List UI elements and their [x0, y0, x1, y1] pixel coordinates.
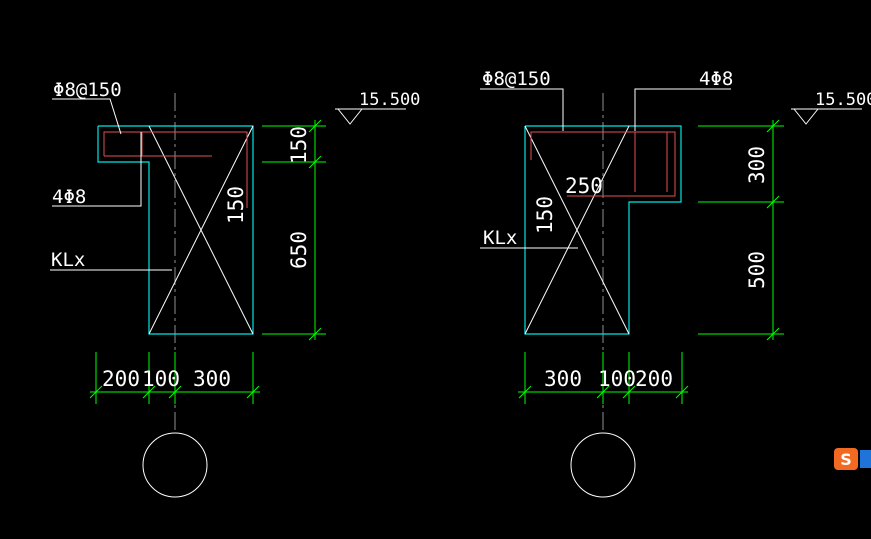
svg-text:S: S — [840, 450, 852, 469]
left-width-dim-2: 100 — [142, 367, 180, 391]
left-axis-bubble — [142, 432, 208, 498]
left-dim-tick-1 — [308, 119, 322, 133]
left-width-dim-1: 200 — [102, 367, 140, 391]
right-hdim-tick-4 — [675, 385, 689, 399]
left-stirrup-label: Φ8@150 — [53, 79, 122, 101]
left-cross-line-2 — [148, 125, 254, 335]
right-hdim-tick-2 — [596, 385, 610, 399]
right-width-dim-2: 100 — [598, 367, 636, 391]
right-level-value: 15.500 — [815, 90, 871, 110]
left-rebar-stirrup — [103, 131, 248, 208]
right-stirrup-label: Φ8@150 — [482, 68, 551, 90]
left-dim-tick-3 — [308, 327, 322, 341]
right-bar-label: 4Φ8 — [699, 68, 733, 90]
right-bar-leader — [634, 88, 731, 131]
left-hdim-tick-4 — [246, 385, 260, 399]
right-hdim-tick-1 — [518, 385, 532, 399]
right-dim-tick-1 — [766, 119, 780, 133]
right-width-dim-3: 200 — [635, 367, 673, 391]
left-width-dim-3: 300 — [193, 367, 231, 391]
right-inner-dim-a: 250 — [565, 174, 603, 198]
left-beam-dim: 650 — [287, 231, 311, 269]
right-stirrup-leader — [480, 88, 564, 131]
left-bar-label: 4Φ8 — [52, 186, 86, 208]
right-level-triangle — [793, 108, 819, 125]
left-hdim-tick-1 — [89, 385, 103, 399]
right-upper-dim: 300 — [745, 146, 769, 184]
left-beam-label: KLx — [51, 249, 85, 271]
right-dim-tick-2 — [766, 195, 780, 209]
left-dim-tick-2 — [308, 155, 322, 169]
right-beam-section: Φ8@150 4Φ8 KLx 250 150 15.500 300 500 30… — [480, 68, 871, 498]
right-dim-tick-3 — [766, 327, 780, 341]
right-rebar-stirrup — [530, 131, 676, 197]
left-beam-section: Φ8@150 4Φ8 KLx 150 15.500 150 650 200 10… — [50, 79, 420, 498]
left-hdim-tick-2 — [142, 385, 156, 399]
right-width-dim-1: 300 — [544, 367, 582, 391]
right-hdim-tick-3 — [622, 385, 636, 399]
right-beam-label: KLx — [483, 227, 517, 249]
right-cross-line-2 — [524, 125, 630, 335]
left-hdim-tick-3 — [168, 385, 182, 399]
sogou-ime-icon[interactable]: S — [832, 444, 871, 474]
right-lower-dim: 500 — [745, 251, 769, 289]
right-axis-bubble — [570, 432, 636, 498]
left-level-value: 15.500 — [359, 90, 420, 110]
right-inner-dim-b: 150 — [533, 196, 557, 234]
left-level-triangle — [337, 108, 363, 125]
left-inner-dim: 150 — [224, 186, 248, 224]
left-stirrup-leader — [52, 98, 122, 135]
left-bar-leader — [52, 132, 142, 207]
left-slab-dim: 150 — [287, 126, 311, 164]
